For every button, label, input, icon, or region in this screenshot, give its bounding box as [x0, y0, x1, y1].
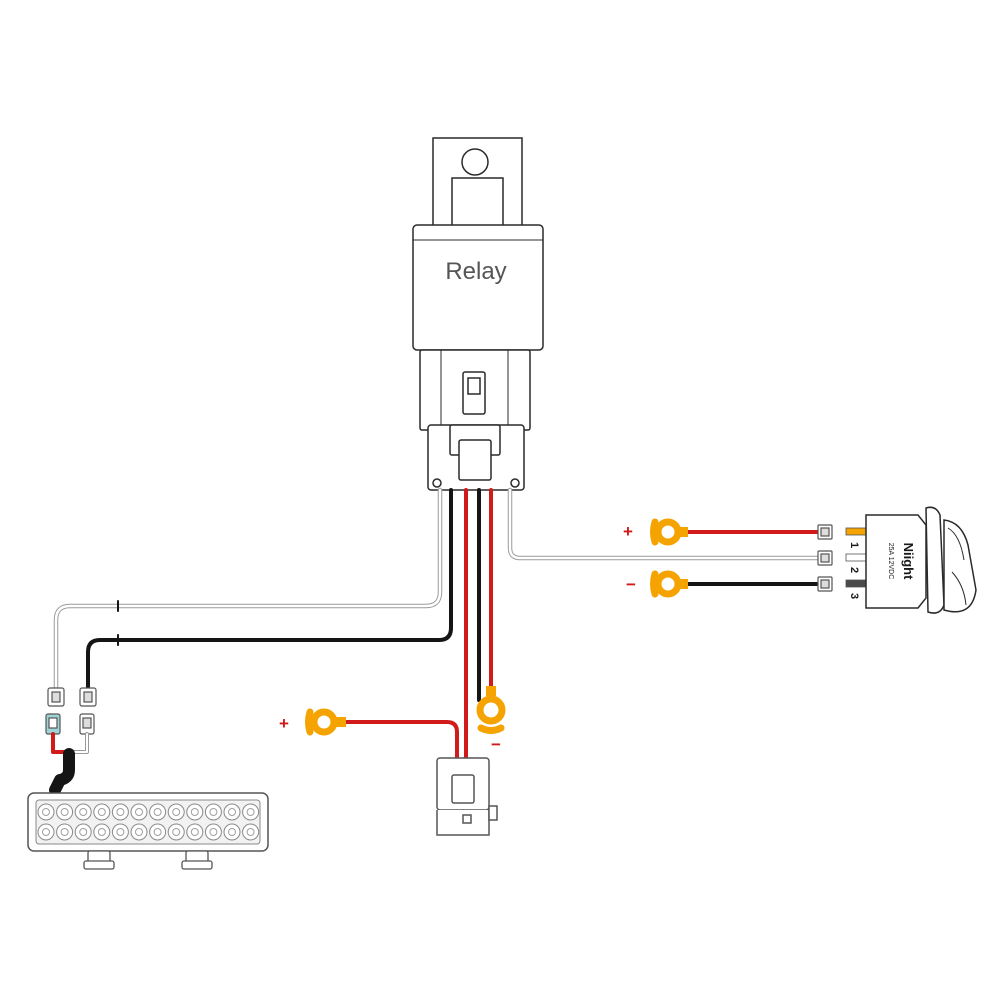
led-lens	[130, 803, 148, 821]
switch-pin-2-label: 2	[848, 567, 860, 573]
switch-connectors	[817, 524, 833, 592]
led-lens-core	[209, 828, 218, 836]
led-lens-core	[153, 828, 162, 836]
led-lens	[149, 823, 167, 841]
led-lens	[56, 803, 74, 821]
rocker-switch-cap	[943, 519, 977, 613]
red-wire-battery	[343, 720, 459, 760]
led-lens	[130, 823, 148, 841]
rocker-switch-body	[865, 514, 927, 609]
led-lens-core	[135, 828, 143, 836]
switch-pin-3-label: 3	[848, 593, 860, 599]
led-lens-core	[97, 828, 106, 836]
led-lens	[93, 803, 111, 821]
relay-label: Relay	[445, 258, 506, 285]
ground-negative-label: −	[491, 735, 501, 754]
led-lens-core	[116, 808, 125, 816]
led-lens	[74, 803, 92, 821]
ring-terminal-ground	[476, 686, 506, 734]
rocker-switch-bezel	[925, 506, 945, 614]
led-lens	[167, 823, 185, 841]
black-wire-lightbar	[86, 488, 453, 692]
lightbar-pigtail	[49, 732, 89, 796]
led-lens-core	[42, 808, 50, 816]
switch-negative-label: −	[626, 575, 636, 594]
led-lens-core	[172, 828, 181, 836]
led-lens-core	[246, 808, 255, 816]
led-lens	[37, 803, 55, 821]
led-lens-core	[116, 828, 125, 836]
relay-body	[412, 224, 544, 351]
led-lens-core	[228, 828, 236, 836]
led-lens-core	[228, 808, 236, 816]
led-lens	[186, 803, 204, 821]
led-lens	[56, 823, 74, 841]
led-lens-core	[42, 828, 50, 836]
switch-positive-label: +	[623, 522, 633, 541]
led-lens-core	[60, 828, 69, 836]
battery-positive-label: +	[279, 714, 289, 733]
switch-rating: 25A 12VDC	[887, 543, 894, 580]
ring-terminal-switch-positive	[650, 518, 688, 546]
led-lens	[93, 823, 111, 841]
led-lens-core	[190, 828, 199, 836]
relay-mount-hole	[461, 148, 489, 176]
relay	[412, 137, 544, 491]
led-lens	[167, 803, 185, 821]
led-lens	[149, 803, 167, 821]
led-lens	[223, 823, 241, 841]
switch-pin-1-label: 1	[848, 542, 860, 548]
led-lens-core	[79, 808, 88, 816]
led-lens	[111, 823, 129, 841]
led-lens-core	[209, 808, 218, 816]
fuse-holder	[436, 757, 498, 836]
led-lens	[204, 823, 222, 841]
led-lens-core	[60, 808, 69, 816]
led-lens-core	[79, 828, 88, 836]
led-lens-core	[97, 808, 106, 816]
led-lens	[223, 803, 241, 821]
led-lens-core	[246, 828, 255, 836]
led-grid	[37, 803, 260, 841]
rocker-switch: Niight 25A 12VDC	[845, 506, 977, 614]
ring-terminal-switch-negative	[650, 570, 688, 598]
led-lens-core	[153, 808, 162, 816]
led-lens	[186, 823, 204, 841]
led-lens-core	[190, 808, 199, 816]
switch-brand: Niight	[901, 543, 916, 580]
led-lens-core	[172, 808, 181, 816]
lightbar-harness-connectors	[45, 687, 97, 735]
led-lens	[242, 803, 260, 821]
led-lens	[204, 803, 222, 821]
led-lens	[111, 803, 129, 821]
led-lens	[242, 823, 260, 841]
ring-terminal-battery-positive	[305, 708, 346, 736]
wiring-harness	[53, 487, 821, 760]
white-wire-lightbar	[53, 487, 443, 693]
led-lens	[37, 823, 55, 841]
led-light-bar	[27, 792, 269, 870]
led-lens	[74, 823, 92, 841]
led-lens-core	[135, 808, 143, 816]
